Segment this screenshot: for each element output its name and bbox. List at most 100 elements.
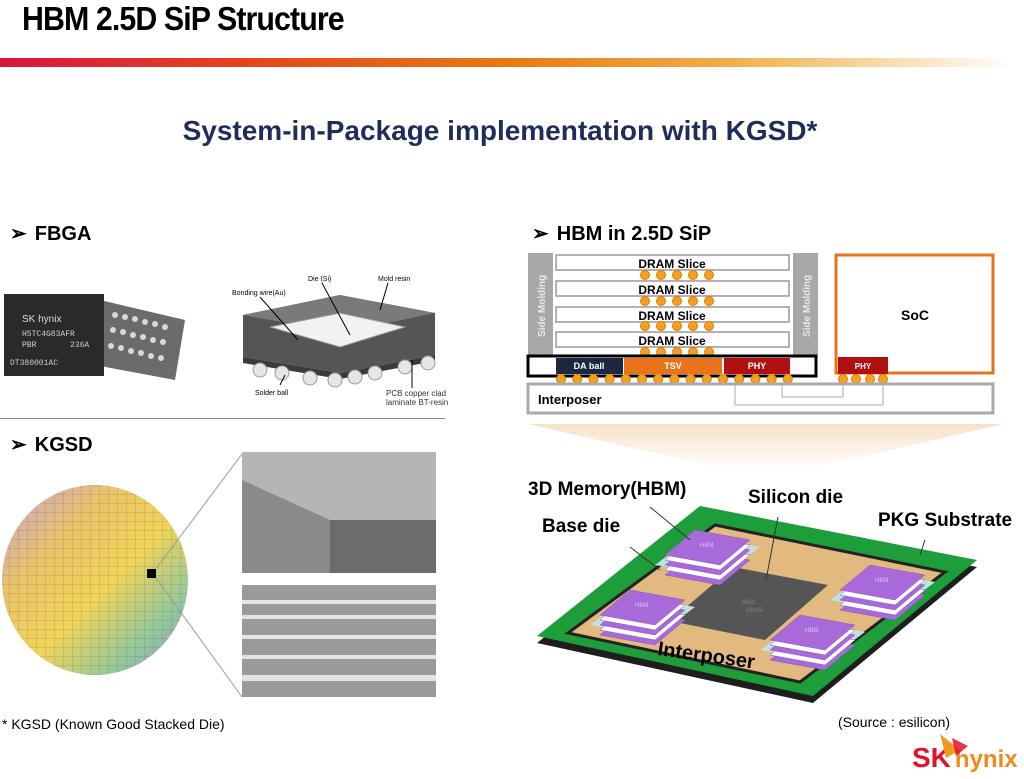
source-note: (Source : esilicon) — [838, 714, 951, 730]
micro-bump — [640, 296, 650, 306]
micro-bump — [688, 296, 698, 306]
soc-phy-label: PHY — [855, 362, 872, 371]
interposer-layer — [526, 382, 995, 415]
side-molding-left-label: Side Molding — [537, 275, 548, 337]
bump — [588, 374, 599, 384]
hbm-stack: HBM — [760, 614, 865, 671]
dram-slice-3: DRAM Slice — [638, 309, 706, 323]
section-hbm-label: HBM in 2.5D SiP — [556, 223, 712, 245]
label-bonding-wire: Bonding wire(Au) — [232, 290, 286, 297]
da-ball-label: DA ball — [574, 361, 605, 371]
bump — [572, 374, 583, 384]
fbga-cross-section-diagram: Bonding wire(Au) Die (Si) Mold resin Sol… — [232, 276, 436, 397]
bump — [620, 374, 631, 384]
hbm-mark: HBM — [875, 578, 888, 584]
dram-slice-2: DRAM Slice — [638, 283, 706, 297]
dram-slice-1: DRAM Slice — [638, 257, 706, 271]
soc-phy — [838, 357, 888, 374]
bullet-arrow-icon: ➢ — [10, 223, 27, 245]
logo-hynix: hynix — [954, 746, 1018, 773]
section-hbm: ➢ HBM in 2.5D SiP — [532, 221, 711, 246]
bump — [556, 374, 566, 384]
footnote: * KGSD (Known Good Stacked Die) — [2, 716, 225, 732]
hbm-stack: HBM — [830, 564, 935, 621]
hbm-mark: HBM — [700, 543, 713, 549]
micro-bump — [688, 321, 698, 331]
bullet-arrow-icon: ➢ — [532, 223, 549, 245]
bump — [637, 374, 647, 384]
label-pcb: PCB copper clad laminate BT-resin — [386, 389, 449, 407]
hbm-mark: HBM — [805, 628, 818, 634]
fbga-chip-photo: SK hynix H5TC4G83AFR PBR 236A DT380001AC — [4, 294, 185, 380]
label-solder-ball: Solder ball — [255, 390, 289, 397]
slide-subtitle: System-in-Package implementation with KG… — [182, 115, 818, 146]
tsv-label: TSV — [664, 361, 682, 371]
logo-butterfly-icon — [940, 734, 968, 758]
micro-bump — [672, 270, 682, 280]
bump — [734, 374, 745, 384]
micro-bump — [704, 321, 714, 331]
bump — [653, 374, 664, 384]
section-fbga: ➢ FBGA — [10, 221, 91, 246]
soc-block — [834, 253, 995, 375]
label-3d-memory: 3D Memory(HBM) — [528, 479, 687, 500]
interposer-label: Interposer — [538, 392, 602, 407]
bullet-arrow-icon: ➢ — [10, 434, 27, 456]
bump — [669, 374, 680, 384]
hbm-stack: HBM — [655, 529, 760, 586]
side-molding-right-label: Side Molding — [802, 275, 813, 337]
bump — [604, 374, 615, 384]
section-kgsd-label: KGSD — [34, 434, 93, 456]
hbm-stack: HBM — [590, 589, 695, 646]
bump — [851, 374, 861, 384]
micro-bump — [640, 321, 650, 331]
label-mold-resin: Mold resin — [378, 276, 410, 283]
down-arrow-icon — [528, 424, 1003, 469]
chip-mark-2b: 236A — [70, 341, 89, 350]
label-base-die: Base die — [542, 516, 621, 537]
asic-mark: ASIC — [742, 600, 757, 606]
chip-brand: SK hynix — [22, 314, 61, 325]
bump — [750, 374, 761, 384]
die-marker — [147, 569, 156, 578]
micro-bump — [656, 321, 666, 331]
chip-mark-3: DT380001AC — [10, 359, 58, 368]
side-molding-right — [793, 253, 818, 355]
side-molding-left — [528, 253, 553, 355]
bump — [865, 374, 875, 384]
label-silicon-die: Silicon die — [748, 487, 844, 508]
section-fbga-label: FBGA — [34, 223, 92, 245]
label-die: Die (Si) — [308, 276, 331, 283]
hbm-cross-section-diagram: Side Molding Side Molding DRAM Slice DRA… — [526, 253, 995, 415]
bump — [878, 374, 888, 384]
micro-bump — [656, 270, 666, 280]
section-divider — [0, 418, 445, 419]
asic-size-mark: 15x15 — [746, 608, 763, 614]
kgsd-wafer-figure — [2, 452, 436, 698]
bump — [838, 374, 848, 384]
bump — [782, 374, 793, 384]
asic-die — [670, 567, 828, 640]
chip-mark-2: PBR — [22, 341, 37, 350]
dram-slice-4: DRAM Slice — [638, 334, 706, 348]
label-pkg-substrate: PKG Substrate — [878, 510, 1013, 531]
micro-bump — [656, 296, 666, 306]
phy-label: PHY — [748, 361, 767, 371]
bump — [766, 374, 777, 384]
micro-bump — [640, 270, 650, 280]
chip-mark-1: H5TC4G83AFR — [22, 330, 75, 339]
section-kgsd: ➢ KGSD — [10, 432, 93, 457]
micro-bump — [688, 270, 698, 280]
micro-bump — [672, 296, 682, 306]
soc-label: SoC — [901, 307, 929, 323]
bump — [685, 374, 696, 384]
slide-title: HBM 2.5D SiP Structure — [22, 0, 345, 37]
title-gradient-bar — [0, 58, 1024, 67]
bump — [718, 374, 728, 384]
micro-bump — [672, 321, 682, 331]
micro-bump — [704, 270, 714, 280]
micro-bump — [704, 296, 714, 306]
hbm-mark: HBM — [635, 603, 648, 609]
